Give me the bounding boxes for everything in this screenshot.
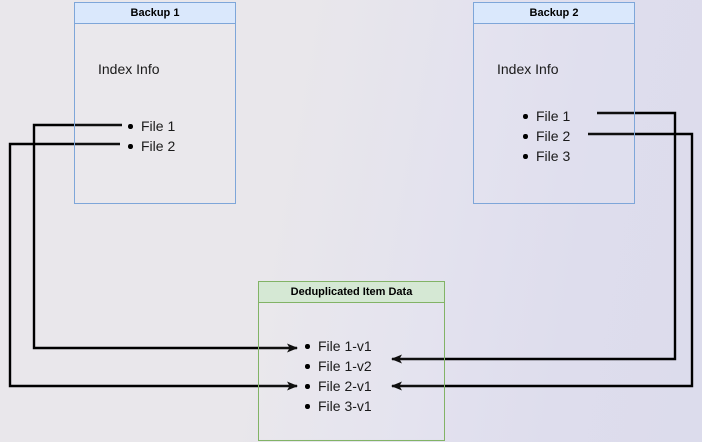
connector-backup1-file1-to-file1v1 (32, 123, 298, 353)
list-item: File 3-v1 (304, 396, 372, 416)
node-dedup-file-list: File 1-v1 File 1-v2 File 2-v1 File 3-v1 (304, 336, 372, 416)
node-backup1[interactable]: Backup 1 Index Info File 1 File 2 (74, 2, 236, 204)
list-item: File 1-v1 (304, 336, 372, 356)
node-backup2-index-label: Index Info (497, 61, 559, 77)
list-item: File 2 (522, 126, 570, 146)
node-backup1-index-label: Index Info (98, 61, 160, 77)
node-dedup-title: Deduplicated Item Data (259, 282, 444, 303)
connector-backup1-file2-to-file2v1 (8, 142, 298, 391)
list-item: File 1 (522, 106, 570, 126)
connector-backup2-file2-to-file2v1 (391, 132, 694, 391)
node-backup1-title: Backup 1 (75, 3, 235, 24)
list-item: File 2 (127, 136, 175, 156)
node-backup2[interactable]: Backup 2 Index Info File 1 File 2 File 3 (473, 2, 635, 204)
list-item: File 3 (522, 146, 570, 166)
list-item: File 2-v1 (304, 376, 372, 396)
node-dedup-body: File 1-v1 File 1-v2 File 2-v1 File 3-v1 (259, 303, 444, 439)
node-backup2-title: Backup 2 (474, 3, 634, 24)
node-backup2-body: Index Info File 1 File 2 File 3 (474, 24, 634, 203)
list-item: File 1 (127, 116, 175, 136)
node-deduplicated-item-data[interactable]: Deduplicated Item Data File 1-v1 File 1-… (258, 281, 445, 441)
node-backup1-body: Index Info File 1 File 2 (75, 24, 235, 203)
node-backup1-file-list: File 1 File 2 (127, 116, 175, 156)
list-item: File 1-v2 (304, 356, 372, 376)
connector-backup2-file1-to-file1v2 (391, 111, 677, 364)
node-backup2-file-list: File 1 File 2 File 3 (522, 106, 570, 166)
